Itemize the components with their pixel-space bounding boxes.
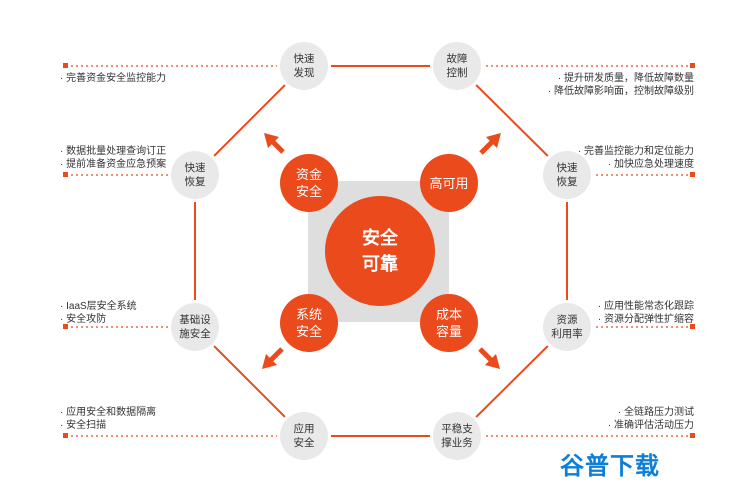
annotation-line: · 准确评估活动压力	[607, 420, 694, 431]
annotation-line: · IaaS层安全系统	[60, 301, 137, 312]
node-label: 应用 安全	[293, 423, 315, 449]
pillar-label: 系统 安全	[295, 307, 322, 339]
annotation-application-security: · 应用安全和数据隔离 · 安全扫描	[60, 406, 156, 432]
annotation-line: · 数据批量处理查询订正	[60, 146, 167, 157]
node-application-security: 应用 安全	[280, 412, 328, 460]
node-label: 快速 恢复	[556, 162, 578, 188]
annotation-line: · 应用安全和数据隔离	[60, 407, 157, 418]
annotation-fault-control: · 提升研发质量，降低故障数量 · 降低故障影响面，控制故障级别	[548, 72, 694, 98]
annotation-line: · 提前准备资金应急预案	[60, 159, 167, 170]
center-label: 安全 可靠	[362, 228, 398, 274]
annotation-line: · 安全攻防	[60, 314, 107, 325]
center-circle: 安全 可靠	[325, 196, 435, 306]
pillar-system-security: 系统 安全	[280, 294, 338, 352]
node-label: 资源 利用率	[551, 314, 583, 340]
leader-end-markers	[63, 63, 695, 438]
node-label: 故障 控制	[446, 53, 468, 79]
node-infrastructure-security: 基础设 施安全	[171, 303, 219, 351]
node-fast-recovery-left: 快速 恢复	[171, 151, 219, 199]
node-label: 快速 恢复	[184, 162, 206, 188]
pillar-cost-capacity: 成本 容量	[420, 294, 478, 352]
annotation-line: · 完善监控能力和定位能力	[577, 146, 694, 157]
annotation-line: · 应用性能常态化跟踪	[597, 301, 694, 312]
annotation-line: · 降低故障影响面，控制故障级别	[547, 86, 694, 97]
annotation-fast-recovery-left: · 数据批量处理查询订正 · 提前准备资金应急预案	[60, 145, 166, 171]
pillar-label: 高可用	[429, 175, 469, 191]
pillar-label: 资金 安全	[295, 167, 322, 199]
node-fast-recovery-right: 快速 恢复	[543, 151, 591, 199]
arrow-up-left-icon	[264, 133, 285, 154]
arrow-up-right-icon	[479, 133, 501, 155]
node-fast-discovery: 快速 发现	[280, 42, 328, 90]
annotation-stable-business: · 全链路压力测试 · 准确评估活动压力	[608, 406, 694, 432]
node-label: 平稳支 撑业务	[441, 423, 473, 449]
node-label: 基础设 施安全	[179, 314, 211, 340]
annotation-line: · 全链路压力测试	[617, 407, 694, 418]
annotation-line: · 提升研发质量，降低故障数量	[557, 73, 694, 84]
annotation-line: · 加快应急处理速度	[607, 159, 694, 170]
annotation-line: · 资源分配弹性扩缩容	[597, 314, 694, 325]
annotation-resource-utilization: · 应用性能常态化跟踪 · 资源分配弹性扩缩容	[598, 300, 694, 326]
node-label: 快速 发现	[293, 53, 315, 79]
annotation-line: · 安全扫描	[60, 420, 107, 431]
annotation-fast-recovery-right: · 完善监控能力和定位能力 · 加快应急处理速度	[578, 145, 694, 171]
node-resource-utilization: 资源 利用率	[543, 303, 591, 351]
watermark-logo: 谷普下载	[560, 452, 660, 480]
leader-lines	[66, 65, 693, 437]
annotation-fast-discovery: · 完善资金安全监控能力	[60, 72, 166, 85]
annotation-infrastructure-security: · IaaS层安全系统 · 安全攻防	[60, 300, 137, 326]
node-stable-business-support: 平稳支 撑业务	[433, 412, 481, 460]
pillar-high-availability: 高可用	[420, 154, 478, 212]
node-fault-control: 故障 控制	[433, 42, 481, 90]
annotation-line: · 完善资金安全监控能力	[60, 73, 167, 84]
arrow-down-left-icon	[262, 347, 284, 369]
pillar-fund-security: 资金 安全	[280, 154, 338, 212]
arrow-down-right-icon	[478, 347, 500, 369]
pillar-label: 成本 容量	[435, 307, 462, 339]
